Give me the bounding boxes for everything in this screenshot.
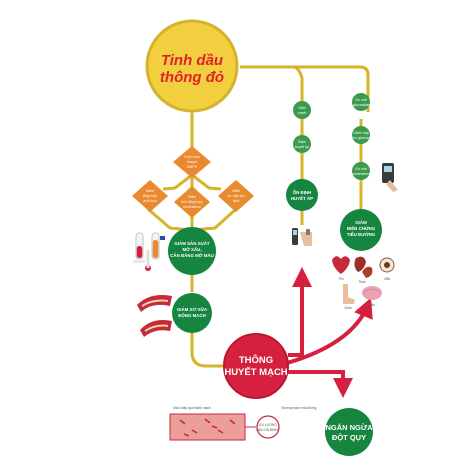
svg-text:tổng hợp: tổng hợp — [143, 194, 157, 198]
svg-text:NGĂN NGỪA: NGĂN NGỪA — [325, 423, 373, 432]
bp-node: ỔN ĐỊNH HUYẾT ÁP — [286, 179, 318, 211]
svg-text:cholesterol: cholesterol — [183, 205, 201, 209]
svg-text:Đường mạch máu thông: Đường mạch máu thông — [282, 406, 317, 410]
svg-text:Ức chế: Ức chế — [355, 97, 367, 102]
arrow-to-stroke — [287, 370, 353, 398]
svg-text:tinh tổng hợp: tinh tổng hợp — [181, 200, 202, 204]
svg-text:BIẾN CHỨNG: BIẾN CHỨNG — [347, 226, 376, 231]
diabetes-node: GIẢM BIẾN CHỨNG TIỂU ĐƯỜNG — [340, 209, 382, 251]
svg-text:ĐỘT QỤY: ĐỘT QỤY — [332, 433, 366, 442]
svg-text:Ức chế: Ức chế — [355, 166, 367, 171]
artery-illustration-1 — [137, 295, 172, 312]
brain-icon: Não — [362, 286, 382, 307]
svg-text:Giảm: Giảm — [146, 189, 155, 193]
svg-text:cholesterol: cholesterol — [352, 172, 370, 176]
svg-text:lipid: lipid — [233, 199, 239, 203]
arrow-to-diabetes — [286, 297, 373, 365]
arrow-to-bp — [288, 267, 312, 357]
svg-text:GIẢM SẢN XUẤT: GIẢM SẢN XUẤT — [174, 241, 209, 246]
svg-text:acid béo: acid béo — [143, 199, 157, 203]
svg-text:Kích hoạt: Kích hoạt — [184, 155, 199, 159]
svg-text:sự hấp thu: sự hấp thu — [227, 194, 244, 198]
svg-text:THÔNG: THÔNG — [239, 354, 273, 366]
svg-text:ỔN ĐỊNH: ỔN ĐỊNH — [293, 190, 312, 195]
stroke-node: NGĂN NGỪA ĐỘT QỤY — [325, 408, 373, 456]
title-node: Tinh dầu thông đỏ — [145, 19, 239, 113]
bp-device-illustration — [292, 228, 312, 246]
bp-circle-2: Giảm huyết áp — [293, 135, 311, 153]
bp-circle-1: Giãn mạch — [293, 101, 311, 119]
svg-text:α-glucosidase: α-glucosidase — [350, 103, 372, 107]
ldl-node: GIẢM SẢN XUẤT MỠ XẤU, CÂN BẰNG MỠ MÁU — [168, 227, 216, 275]
svg-text:Giãn: Giãn — [298, 106, 306, 110]
diamond-left: Giảm tổng hợp acid béo — [132, 180, 168, 212]
heart-icon: Tim — [332, 256, 350, 281]
svg-text:TIỂU ĐƯỜNG: TIỂU ĐƯỜNG — [347, 232, 376, 237]
kidney-icon: Thận — [354, 256, 373, 284]
svg-text:MÁU ỔN ĐỊNH: MÁU ỔN ĐỊNH — [256, 427, 278, 432]
diabetes-circle-2: Giảm hấp thu glucose — [352, 126, 370, 144]
svg-text:thu glucose: thu glucose — [352, 136, 370, 140]
diamond-middle: Giảm tinh tổng hợp cholesterol — [174, 186, 210, 218]
diamond-top: Kích hoạt enzym AMPK — [173, 146, 211, 178]
svg-text:enzym: enzym — [187, 160, 198, 164]
svg-text:huyết áp: huyết áp — [295, 145, 309, 149]
diabetes-circle-1: Ức chế α-glucosidase — [350, 93, 372, 111]
svg-text:Thận: Thận — [358, 280, 365, 284]
svg-text:Giảm: Giảm — [298, 140, 307, 144]
artery-illustration-2 — [140, 320, 172, 337]
svg-text:Mắt: Mắt — [384, 276, 389, 281]
svg-text:MỠ XẤU,: MỠ XẤU, — [182, 247, 201, 252]
svg-text:Giảm: Giảm — [232, 189, 241, 193]
svg-text:mạch: mạch — [298, 111, 307, 115]
eye-icon: Mắt — [379, 257, 395, 281]
svg-text:LƯU LƯỢNG: LƯU LƯỢNG — [257, 423, 277, 427]
svg-text:ĐỘNG MẠCH: ĐỘNG MẠCH — [178, 313, 206, 318]
svg-text:Máu chảy qua thành mạch: Máu chảy qua thành mạch — [173, 406, 211, 410]
test-tubes-illustration — [133, 232, 165, 271]
svg-text:HUYẾT ÁP: HUYẾT ÁP — [291, 196, 313, 201]
red-arrows — [286, 267, 373, 398]
svg-text:Giảm: Giảm — [188, 195, 197, 199]
svg-text:GIẢM XƠ VỮA: GIẢM XƠ VỮA — [177, 307, 208, 312]
svg-text:Não: Não — [369, 303, 375, 307]
vessel-illustration: Máu chảy qua thành mạch Đường mạch máu t… — [169, 406, 317, 441]
svg-text:HUYẾT MẠCH: HUYẾT MẠCH — [224, 367, 287, 378]
glucose-meter-illustration — [382, 163, 398, 192]
svg-text:CÂN BẰNG MỠ MÁU: CÂN BẰNG MỠ MÁU — [170, 253, 214, 258]
svg-text:AMPK: AMPK — [187, 165, 198, 169]
foot-icon: Chân — [343, 284, 355, 310]
svg-text:Chân: Chân — [344, 306, 352, 310]
svg-text:Tim: Tim — [338, 277, 344, 281]
plaque-node: GIẢM XƠ VỮA ĐỘNG MẠCH — [172, 293, 212, 333]
svg-text:GIẢM: GIẢM — [355, 220, 367, 225]
title-line2: thông đỏ — [160, 69, 224, 86]
diabetes-circle-3: Ức chế cholesterol — [352, 162, 370, 180]
title-line1: Tinh dầu — [161, 52, 223, 69]
center-node: THÔNG HUYẾT MẠCH — [223, 333, 289, 399]
svg-text:Giảm hấp: Giảm hấp — [353, 131, 369, 135]
diamond-right: Giảm sự hấp thu lipid — [218, 180, 254, 212]
